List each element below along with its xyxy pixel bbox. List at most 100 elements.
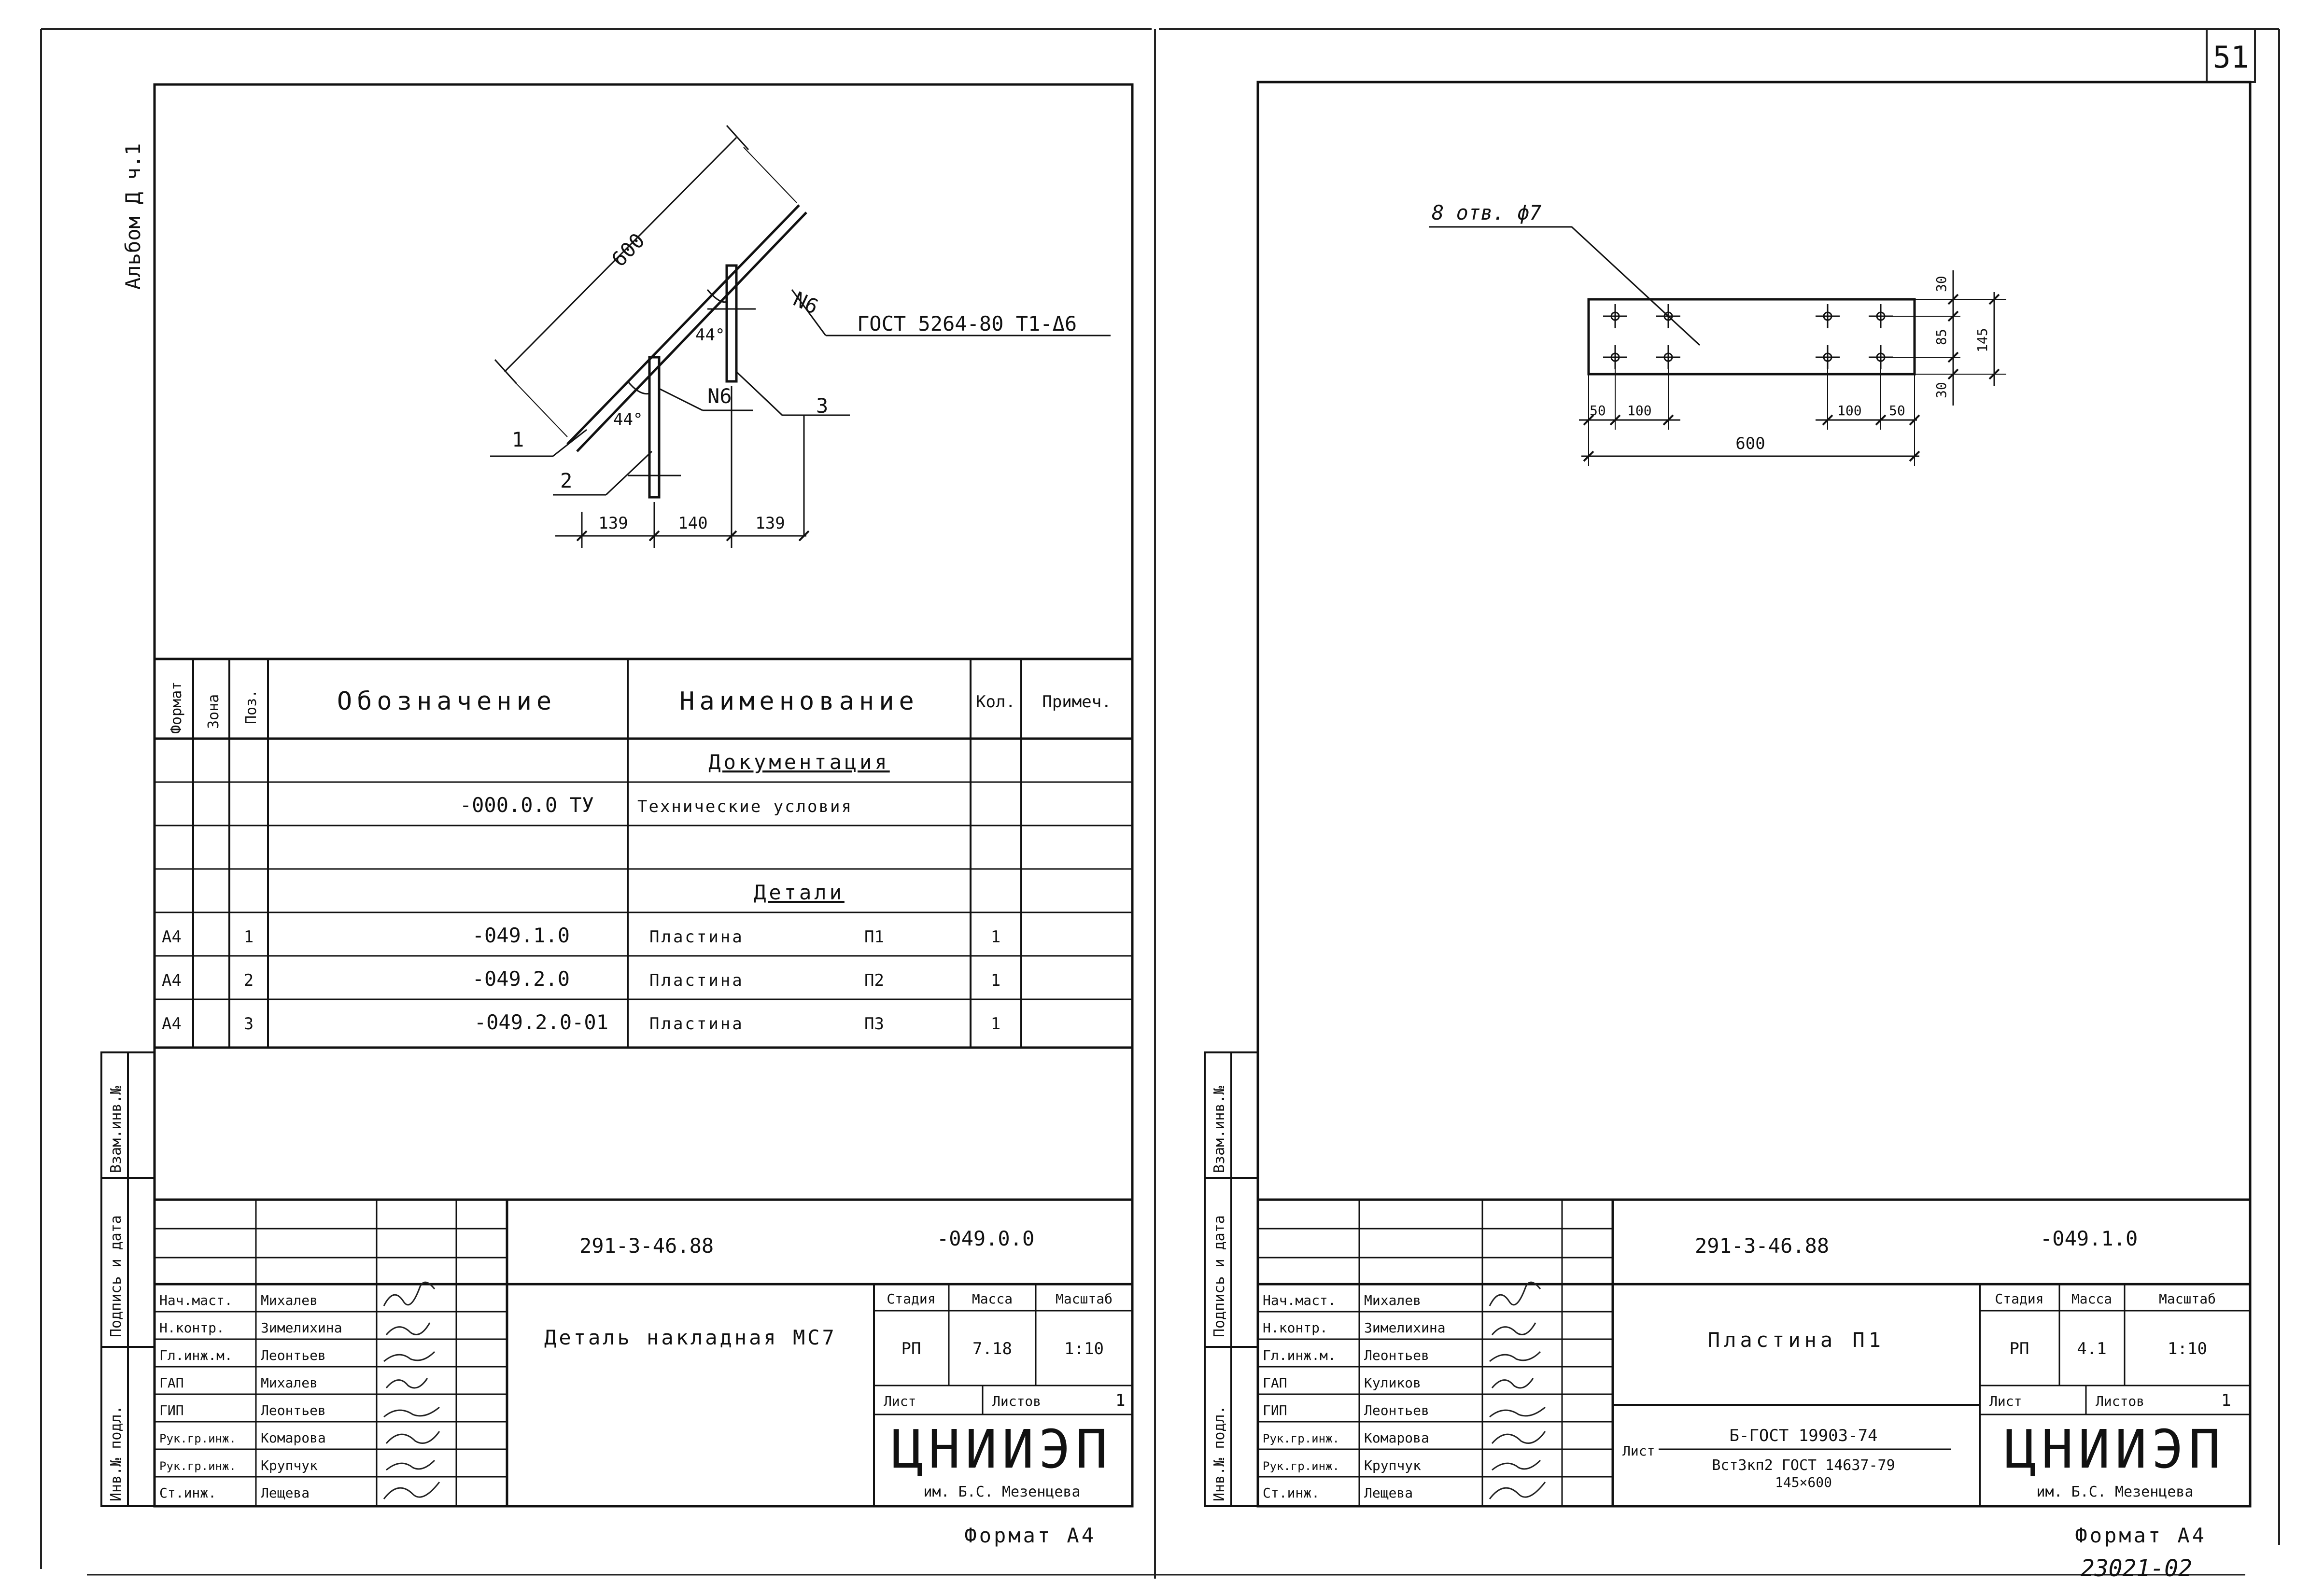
weld-label-top: N6 [790,287,822,319]
role: ГИП [159,1402,184,1418]
side-label-inv-vz: Взам.инв.№ [1211,1086,1228,1173]
stage-value: РП [901,1339,921,1358]
sheet-number-box: 51 [2206,28,2256,83]
spec-row-qty: 1 [991,927,1000,947]
dim-600: 600 [1735,434,1765,453]
spec-row-pos: 1 [244,927,254,947]
project-code: 291-3-46.88 [1695,1234,1829,1258]
side-label-sign-date: Подпись и дата [108,1215,125,1337]
holes-label: 8 отв. ϕ7 [1432,201,1542,224]
dim-100-left: 100 [1627,403,1652,419]
position-3: 3 [816,394,828,418]
person: Крупчук [261,1457,318,1473]
mass-value: 4.1 [2077,1339,2106,1358]
right-title-block [1258,1198,2250,1506]
role: Рук.гр.инж. [159,1459,236,1473]
spec-heading-parts: Детали [754,881,845,904]
sheets-label: Листов [2096,1393,2144,1409]
role: Нач.маст. [1263,1292,1336,1308]
right-frame [1256,81,2252,1508]
left-title-block-text: 291-3-46.88 -049.0.0 Деталь накладная МС… [159,1227,1125,1547]
header-designation: Обозначение [337,687,556,716]
spec-row-designation: -049.2.0 [472,967,570,991]
scale-label: Масштаб [1056,1291,1113,1307]
role: Нач.маст. [159,1292,233,1308]
person: Леонтьев [261,1347,326,1363]
spec-row-name: Пластина [649,1014,744,1034]
position-1: 1 [512,428,524,451]
sheets-value: 1 [2221,1391,2231,1410]
plate-p1 [1587,298,1916,376]
angle-label-2: 44° [613,410,643,429]
footer-code: 23021-02 [2081,1555,2192,1582]
dim-line-600 [504,137,737,373]
sheets-value: 1 [1115,1391,1125,1410]
spec-row-qty: 1 [991,971,1000,990]
side-label-sign-date: Подпись и дата [1211,1215,1228,1337]
role: Н.контр. [159,1320,225,1336]
dim-50-left: 50 [1590,403,1606,419]
spec-row-format: А4 [162,1014,182,1034]
person: Лещева [1364,1485,1413,1501]
role: Ст.инж. [159,1485,216,1501]
album-label: Альбом Д ч.1 [121,143,145,290]
weld-standard: ГОСТ 5264-80 Т1-Δ6 [857,312,1077,336]
plate-2 [648,356,661,499]
role: ГАП [1263,1375,1287,1391]
plate-3 [725,264,738,383]
org-sub: им. Б.С. Мезенцева [923,1484,1080,1500]
role: Ст.инж. [1263,1485,1320,1501]
left-signatures [383,1281,440,1499]
material-size: 145×600 [1775,1474,1832,1490]
scale-value: 1:10 [1064,1339,1104,1358]
spec-row-mark: П2 [864,971,884,990]
weld-label-mid: N6 [707,384,732,408]
person: Леонтьев [261,1402,326,1418]
spec-row-qty: 1 [991,1014,1000,1034]
spec-row-format: А4 [162,927,182,947]
scale-label: Масштаб [2159,1291,2216,1307]
drawing-title: Деталь накладная МС7 [544,1326,837,1349]
person: Михалев [261,1292,318,1308]
spec-table [155,658,1132,1049]
org-name: ЦНИИЭП [2004,1418,2225,1480]
dim-145: 145 [1974,328,1990,352]
org-sub: им. Б.С. Мезенцева [2036,1484,2193,1500]
side-label-inv-vz: Взам.инв.№ [108,1086,125,1173]
left-sheet: 600 44° 44° N6 N6 ГОСТ 5264-80 Т1-Δ6 1 2… [100,83,1134,1547]
project-code: 291-3-46.88 [579,1234,714,1258]
header-pos: Поз. [243,689,260,724]
scale-value: 1:10 [2168,1339,2207,1358]
doc-code: -049.0.0 [937,1227,1034,1250]
person: Комарова [1364,1430,1429,1446]
sheet-number: 51 [2213,40,2249,75]
spec-row-designation: -049.2.0-01 [474,1010,608,1034]
role: Рук.гр.инж. [1263,1459,1339,1473]
left-side-strip [100,1051,155,1507]
sheet-label: Лист [884,1393,916,1409]
person: Куликов [1364,1375,1421,1391]
drawing-title: Пластина П1 [1708,1328,1885,1352]
role: Н.контр. [1263,1320,1328,1336]
header-format: Формат [168,682,185,734]
role: ГИП [1263,1402,1287,1418]
right-detail-labels: 8 отв. ϕ7 30 85 145 30 50 100 100 50 600 [1432,201,1990,453]
dim-c: 139 [755,514,785,533]
material-bottom: Вст3кп2 ГОСТ 14637-79 [1712,1457,1895,1474]
stage-label: Стадия [1995,1291,2043,1307]
hole-group [1603,304,1893,369]
person: Комарова [261,1430,326,1446]
person: Зимелихина [261,1320,342,1336]
person: Лещева [261,1485,310,1501]
dim-30-top: 30 [1933,276,1949,292]
side-label-inv-podl: Инв.№ подл. [1211,1405,1228,1501]
material-prefix: Лист [1622,1443,1655,1459]
dim-b: 140 [678,514,707,533]
person: Крупчук [1364,1457,1421,1473]
spec-row-format: А4 [162,971,182,990]
role: Гл.инж.м. [159,1347,233,1363]
person: Леонтьев [1364,1402,1429,1418]
angle-label-1: 44° [695,325,725,345]
sheets-label: Листов [992,1393,1041,1409]
